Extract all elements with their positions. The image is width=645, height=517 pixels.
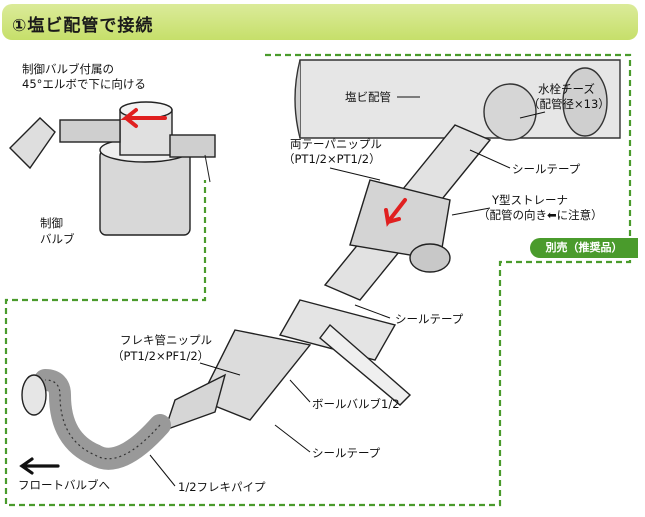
- control-valve-note-line-2: 45°エルボで下に向ける: [22, 77, 146, 91]
- y-strainer-label-line-1: Y型ストレーナ: [492, 193, 569, 207]
- seal-tape-label-top: シールテープ: [512, 162, 581, 176]
- page-title: ①塩ビ配管で接続: [12, 16, 154, 36]
- header-band: [2, 4, 638, 40]
- faucet-tee-label-line-1: 水栓チーズ: [538, 82, 595, 96]
- to-float-valve-label: フロートバルブへ: [18, 478, 110, 492]
- double-nipple-label-line-2: （PT1/2×PT1/2）: [283, 152, 381, 166]
- leader-lines: [149, 96, 546, 487]
- y-strainer-label-line-2: （配管の向き⬅に注意）: [478, 208, 603, 222]
- double-nipple-label-line-1: 両テーパニップル: [290, 137, 382, 151]
- sold-separately-badge: 別売（推奨品）: [530, 238, 638, 258]
- control-valve-label-line-1: 制御: [40, 216, 63, 230]
- seal-tape-label-bottom: シールテープ: [312, 446, 381, 460]
- control-valve-leader: [204, 154, 211, 183]
- control-valve-flow-arrow: [120, 108, 167, 128]
- main-assembly: [163, 124, 492, 432]
- flex-pipe-end: [21, 374, 47, 416]
- strainer-flow-arrow: [384, 198, 407, 227]
- ball-valve-label: ボールバルブ1/2: [312, 397, 400, 411]
- control-valve-label-line-2: バルブ: [40, 232, 75, 246]
- pvc-pipe: [294, 59, 621, 141]
- float-valve-arrow: [19, 457, 60, 475]
- flex-pipe-label: 1/2フレキパイプ: [178, 480, 266, 494]
- flex-pipe: [34, 369, 171, 470]
- control-valve-note-line-1: 制御バルブ付属の: [22, 62, 114, 76]
- seal-tape-label-middle: シールテープ: [395, 312, 464, 326]
- sold-separately-outline: [4, 53, 632, 507]
- faucet-tee-label-line-2: （配管径×13）: [528, 97, 610, 111]
- flex-nipple-label-line-2: （PT1/2×PF1/2）: [112, 349, 210, 363]
- flex-nipple-label-line-1: フレキ管ニップル: [120, 333, 212, 347]
- pvc-pipe-label: 塩ビ配管: [345, 90, 391, 104]
